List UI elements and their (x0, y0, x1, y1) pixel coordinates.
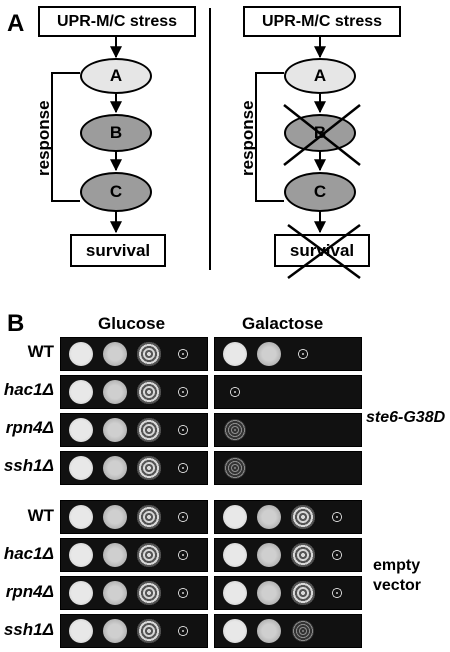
yeast-spot (223, 581, 247, 605)
strain-label-hac1-1: hac1Δ (3, 380, 54, 399)
yeast-spot (137, 380, 161, 404)
yeast-spot (69, 456, 93, 480)
yeast-spot (330, 510, 344, 524)
yeast-spot (69, 619, 93, 643)
strain-label-wt-1: WT (27, 342, 54, 361)
yeast-spot (69, 418, 93, 442)
yeast-spot (330, 548, 344, 562)
yeast-spot (223, 543, 247, 567)
strain-label-hac1-2: hac1Δ (3, 544, 54, 563)
spot-plate (60, 413, 208, 447)
node-b-left: B (80, 114, 152, 152)
spot-plate (60, 451, 208, 485)
yeast-spot (296, 347, 310, 361)
node-c-left: C (80, 172, 152, 212)
yeast-spot (103, 581, 127, 605)
spot-plate (60, 337, 208, 371)
glucose-header: Glucose (98, 314, 166, 333)
yeast-spot (176, 548, 190, 562)
yeast-spot (137, 505, 161, 529)
yeast-spot (103, 505, 127, 529)
yeast-spot (257, 505, 281, 529)
yeast-spot (176, 385, 190, 399)
yeast-spot (103, 380, 127, 404)
yeast-spot (137, 619, 161, 643)
yeast-spot (103, 418, 127, 442)
strain-label-rpn4-1: rpn4Δ (5, 418, 54, 437)
yeast-spot (103, 619, 127, 643)
yeast-spot (330, 586, 344, 600)
cross-survival-line2 (287, 223, 361, 280)
spot-plate (214, 500, 362, 534)
spot-plate (214, 375, 362, 409)
yeast-spot (257, 342, 281, 366)
yeast-spot (257, 581, 281, 605)
strain-label-wt-2: WT (27, 506, 54, 525)
strain-label-rpn4-2: rpn4Δ (5, 582, 54, 601)
spot-plate (214, 538, 362, 572)
yeast-spot (69, 505, 93, 529)
yeast-spot (223, 342, 247, 366)
ste6-label: ste6-G38D (366, 409, 446, 426)
strain-label-ssh1-2: ssh1Δ (3, 620, 54, 639)
panel-a-letter: A (7, 10, 25, 37)
vector-label: vector (373, 577, 422, 594)
panel-b-letter: B (7, 310, 25, 337)
spot-plate (214, 614, 362, 648)
node-a-left: A (80, 58, 152, 94)
spot-plate (214, 337, 362, 371)
spot-plate (60, 538, 208, 572)
galactose-header: Galactose (242, 314, 324, 333)
yeast-spot (176, 461, 190, 475)
stress-box-right: UPR-M/C stress (243, 6, 401, 37)
strain-label-ssh1-1: ssh1Δ (3, 456, 54, 475)
yeast-spot (291, 543, 315, 567)
yeast-spot (69, 380, 93, 404)
yeast-spot (137, 456, 161, 480)
empty-label: empty (373, 557, 421, 574)
yeast-spot (224, 457, 246, 479)
yeast-spot (257, 619, 281, 643)
spot-plate (60, 576, 208, 610)
yeast-spot (137, 342, 161, 366)
yeast-spot (257, 543, 281, 567)
yeast-spot (103, 342, 127, 366)
yeast-spot (228, 385, 242, 399)
yeast-spot (223, 505, 247, 529)
node-c-right: C (284, 172, 356, 212)
cross-b-line2 (283, 104, 361, 166)
blocked-cross-marks (283, 104, 361, 280)
spot-plate (214, 451, 362, 485)
yeast-spot (176, 510, 190, 524)
yeast-spot (137, 543, 161, 567)
yeast-spot (176, 624, 190, 638)
panel-divider (209, 8, 211, 270)
spot-plate (60, 375, 208, 409)
spot-plate (60, 614, 208, 648)
yeast-spot (137, 418, 161, 442)
yeast-spot (69, 543, 93, 567)
yeast-spot (176, 347, 190, 361)
survival-box-right: survival (274, 234, 370, 267)
spot-plate (214, 576, 362, 610)
yeast-spot (291, 505, 315, 529)
yeast-spot (223, 619, 247, 643)
yeast-spot (224, 419, 246, 441)
yeast-spot (69, 581, 93, 605)
yeast-spot (176, 586, 190, 600)
yeast-spot (69, 342, 93, 366)
yeast-spot (103, 456, 127, 480)
survival-box-left: survival (70, 234, 166, 267)
spot-plate (214, 413, 362, 447)
node-a-right: A (284, 58, 356, 94)
yeast-spot (291, 581, 315, 605)
panel-a-connectors (51, 37, 326, 234)
yeast-spot (137, 581, 161, 605)
yeast-spot (103, 543, 127, 567)
yeast-spot (292, 620, 314, 642)
spot-plate (60, 500, 208, 534)
yeast-spot (176, 423, 190, 437)
stress-box-left: UPR-M/C stress (38, 6, 196, 37)
